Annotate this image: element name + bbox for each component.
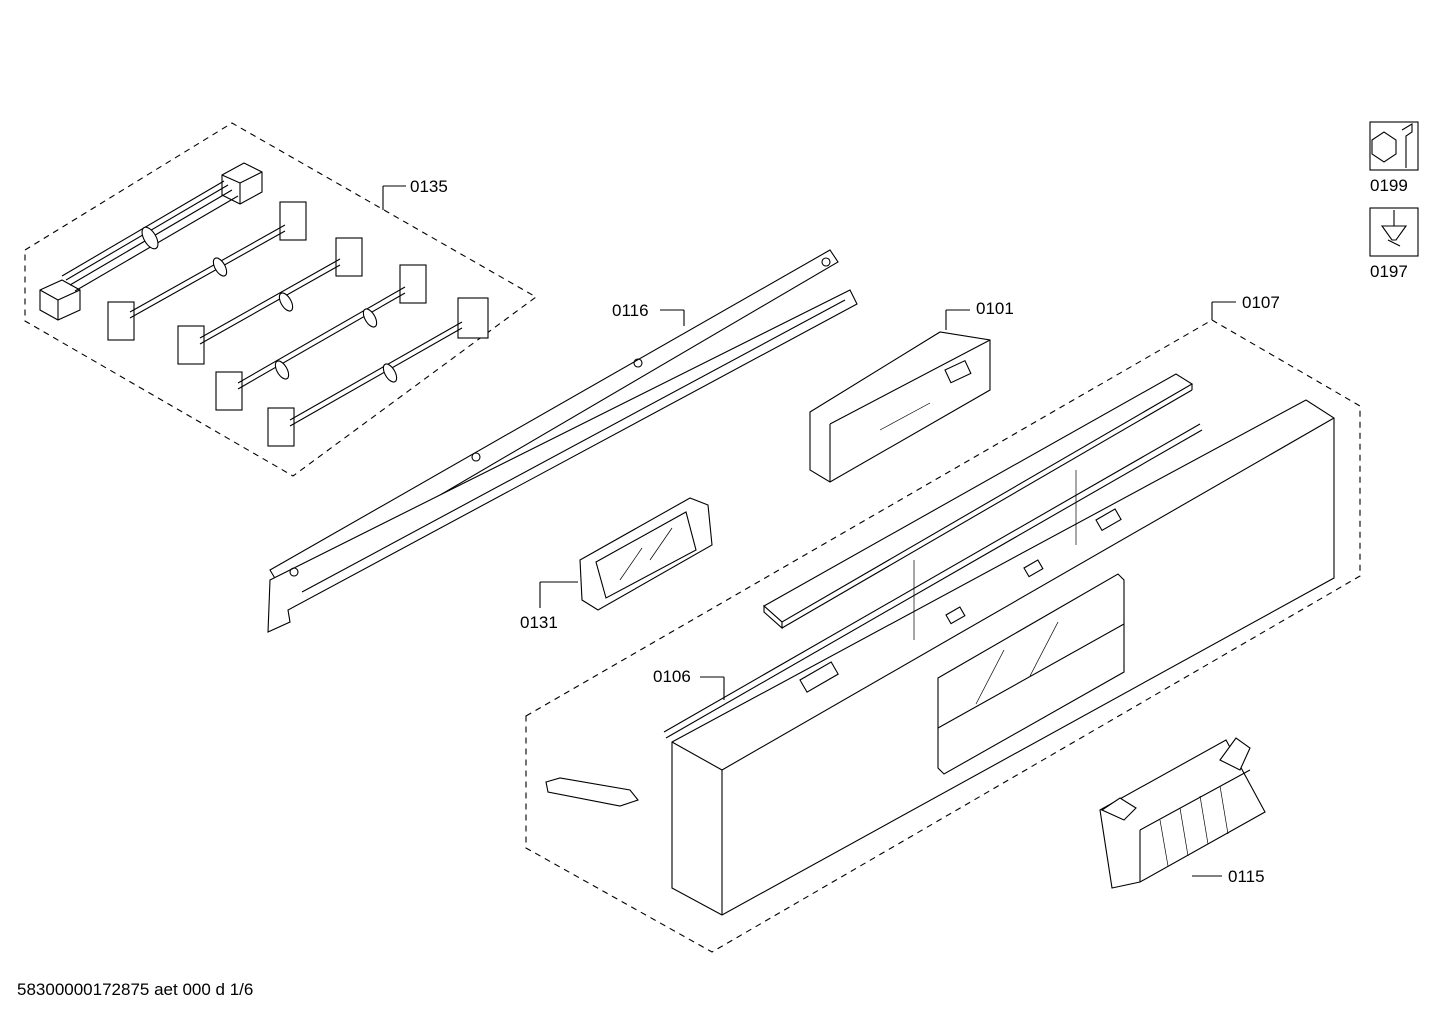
label-0135: 0135 [410,177,448,196]
label-0116: 0116 [612,301,649,320]
wrench-nut-icon: 0199 [1369,121,1419,195]
label-0131: 0131 [520,613,558,632]
label-0197: 0197 [1370,262,1408,281]
part-0131-display[interactable]: 0131 [520,497,713,632]
label-0115: 0115 [1228,867,1265,886]
part-0107-panel-group[interactable]: 0107 0106 [525,293,1361,953]
label-0101: 0101 [976,299,1014,318]
label-0107: 0107 [1242,293,1280,312]
cable-connectors [107,201,489,447]
label-0199: 0199 [1370,176,1408,195]
part-0115-holder[interactable]: 0115 [1099,737,1266,889]
part-0101-module[interactable]: 0101 [809,299,1014,483]
screw-icon: 0197 [1369,207,1419,281]
label-0106: 0106 [653,667,691,686]
part-0116-rail[interactable]: 0116 [267,249,858,633]
ribbon-cable [39,162,263,321]
document-footer: 58300000172875 aet 000 d 1/6 [17,980,254,999]
part-0135-cable-set[interactable]: 0135 [24,122,538,477]
